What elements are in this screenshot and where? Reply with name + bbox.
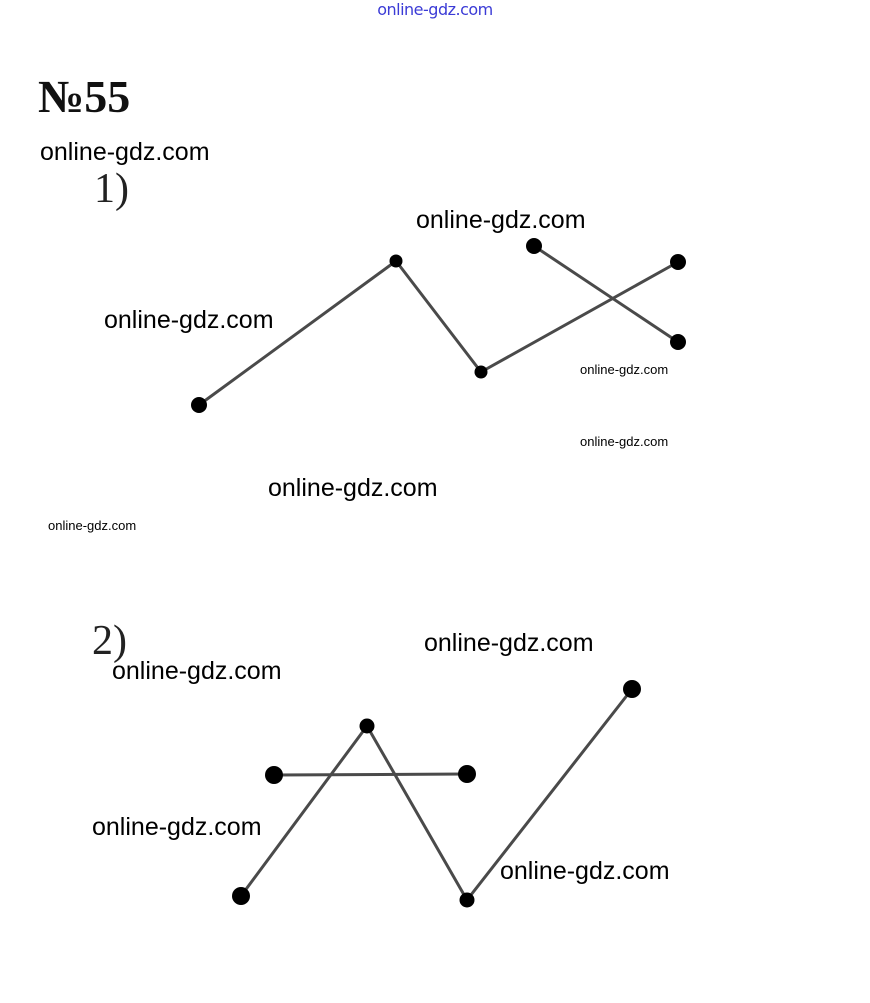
- figure-2-point: [359, 718, 375, 734]
- figure-2-broken-line: [239, 687, 634, 902]
- figure-1-point: [670, 254, 686, 270]
- figure-2-points: [232, 680, 641, 908]
- figure-2-segment: [365, 724, 469, 902]
- watermark: online-gdz.com: [580, 362, 669, 377]
- figure-1-point: [474, 365, 488, 379]
- figure-2-segment: [239, 724, 369, 898]
- watermark: online-gdz.com: [500, 857, 670, 885]
- figure-2-separate-segment: [272, 772, 469, 777]
- figure-2-point: [459, 892, 475, 908]
- part-2-label: 2): [92, 618, 127, 664]
- task-number: №55: [38, 71, 131, 122]
- figure-2-point: [623, 680, 641, 698]
- figure-2-segment: [272, 772, 469, 777]
- figure-1-broken-line: [197, 259, 680, 407]
- figure-1-points: [191, 238, 686, 413]
- figure-1-segment: [479, 260, 680, 374]
- watermark: online-gdz.com: [104, 306, 274, 334]
- watermark: online-gdz.com: [268, 474, 438, 502]
- figure-1-separate-segment: [532, 244, 680, 344]
- watermark: online-gdz.com: [48, 518, 137, 533]
- figure-1-segment: [197, 259, 398, 407]
- watermark: online-gdz.com: [112, 657, 282, 685]
- figure-2-point: [265, 766, 283, 784]
- figure-1-point: [389, 254, 403, 268]
- watermark: online-gdz.com: [416, 206, 586, 234]
- figure-1-segment: [394, 259, 483, 374]
- figure-2-point: [458, 765, 476, 783]
- figure-2-point: [232, 887, 250, 905]
- watermark: online-gdz.com: [580, 434, 669, 449]
- figure-1-point: [191, 397, 207, 413]
- watermark: online-gdz.com: [92, 813, 262, 841]
- part-1-label: 1): [94, 166, 129, 212]
- figure-2-segment: [465, 687, 634, 902]
- figure-1-segment: [532, 244, 680, 344]
- figure-1-point: [670, 334, 686, 350]
- site-header-link[interactable]: online-gdz.com: [377, 0, 493, 19]
- watermark: online-gdz.com: [40, 138, 210, 166]
- watermark: online-gdz.com: [424, 629, 594, 657]
- figure-1-point: [526, 238, 542, 254]
